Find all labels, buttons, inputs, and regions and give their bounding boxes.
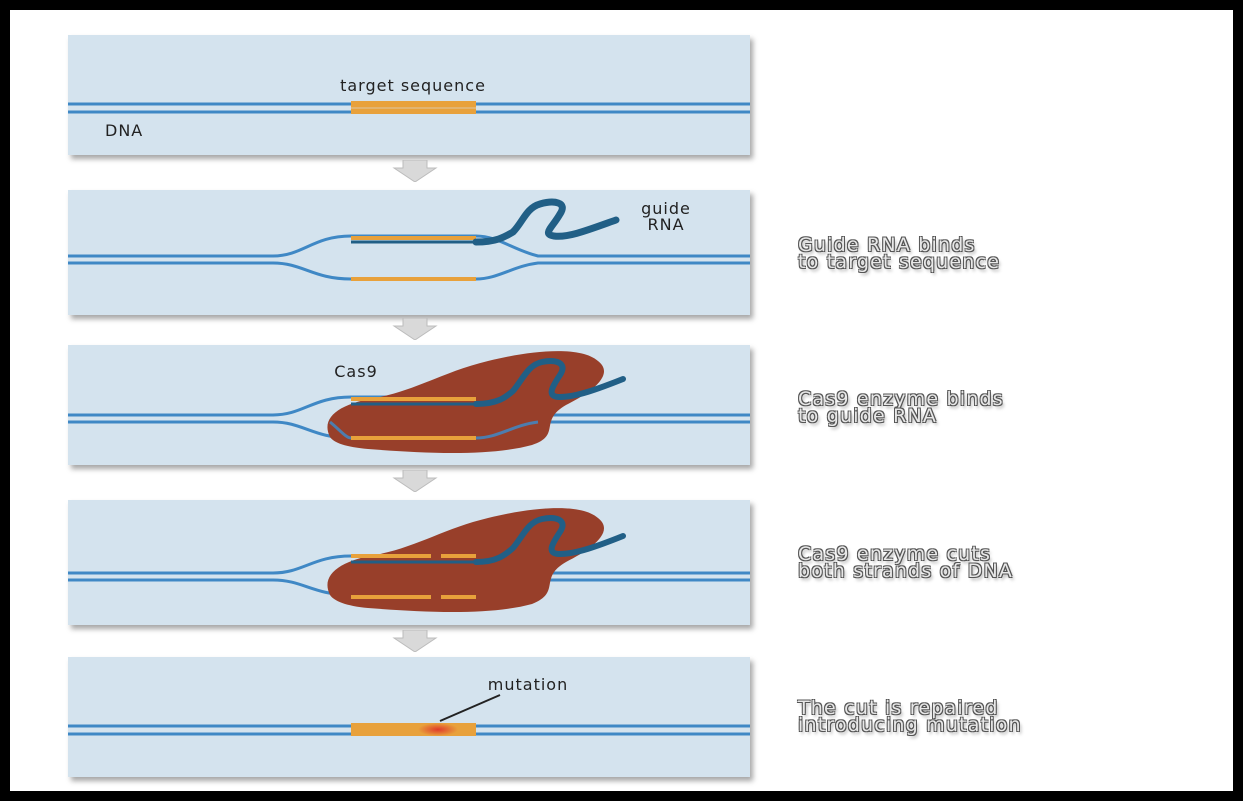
mutation-site [418, 723, 458, 736]
panel-guide-rna-binds: guide RNA [68, 190, 750, 315]
down-arrow-icon [390, 160, 440, 182]
cut-strand-bottom-left [351, 595, 431, 599]
step-description-guide-rna: Guide RNA binds to target sequence [798, 237, 1000, 271]
panel-4-graphic [68, 500, 750, 625]
dna-label: DNA [105, 121, 143, 140]
cut-strand-top-left [351, 554, 431, 558]
dna-double-strand [68, 723, 750, 736]
guide-label-line2: RNA [647, 215, 684, 234]
panel-repaired-mutation: mutation [68, 657, 750, 777]
panel-3-graphic: Cas9 [68, 345, 750, 465]
panel-cas9-binds: Cas9 [68, 345, 750, 465]
cut-strand-top-right [441, 554, 476, 558]
panel-5-graphic: mutation [68, 657, 750, 777]
panel-cas9-cuts [68, 500, 750, 625]
target-strand-top [351, 236, 476, 240]
panel-2-graphic: guide RNA [68, 190, 750, 315]
target-strand-bottom [351, 436, 476, 440]
mutation-pointer-line [440, 695, 500, 721]
target-sequence-label: target sequence [340, 76, 486, 95]
down-arrow-icon [390, 470, 440, 492]
target-strand-top [351, 397, 476, 401]
step-description-cas9-binds: Cas9 enzyme binds to guide RNA [798, 391, 1004, 425]
cut-strand-bottom-right [441, 595, 476, 599]
step-description-repair: The cut is repaired introducing mutation [798, 700, 1022, 734]
down-arrow-icon [390, 630, 440, 652]
target-strand-bottom [351, 277, 476, 281]
panel-1-graphic: target sequence DNA [68, 35, 750, 155]
mutation-label: mutation [488, 675, 568, 694]
panel-target-sequence: target sequence DNA [68, 35, 750, 155]
cas9-label: Cas9 [334, 362, 378, 381]
down-arrow-icon [390, 318, 440, 340]
step-description-cas9-cuts: Cas9 enzyme cuts both strands of DNA [798, 546, 1013, 580]
dna-double-strand [68, 101, 750, 114]
diagram-frame: target sequence DNA guide RNA [10, 10, 1233, 791]
